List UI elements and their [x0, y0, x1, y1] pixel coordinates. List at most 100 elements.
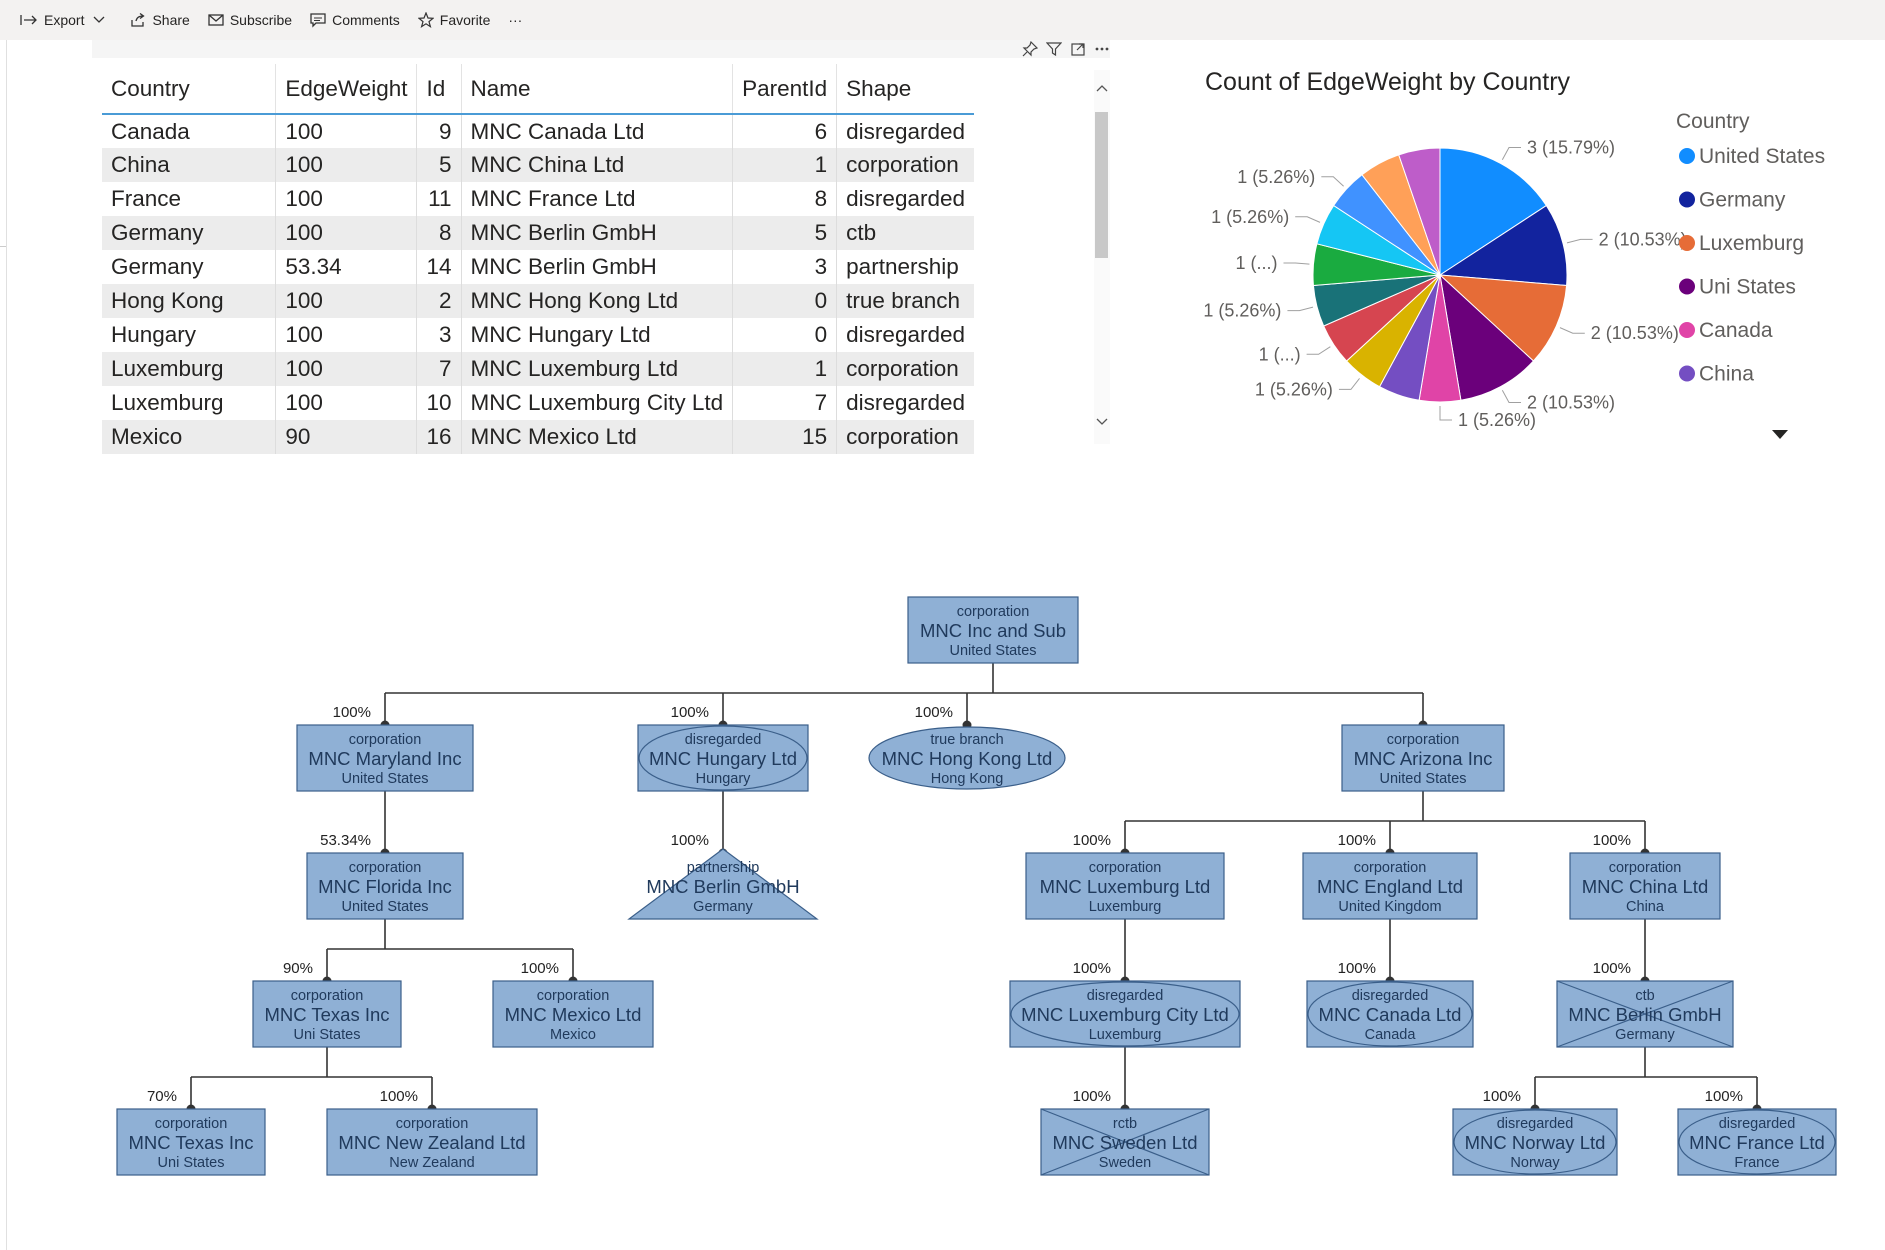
legend-item[interactable]: Germany	[1679, 189, 1786, 212]
pie-slice[interactable]	[1438, 204, 1568, 287]
node-name-label: MNC Canada Ltd	[1319, 1004, 1462, 1025]
node-shape	[326, 1108, 538, 1176]
label-leader-line	[1439, 406, 1452, 421]
share-icon	[131, 13, 146, 27]
pie-slice[interactable]	[1398, 147, 1441, 276]
column-header-parentid[interactable]: ParentId	[732, 64, 838, 115]
column-header-country[interactable]: Country	[102, 64, 277, 115]
column-header-name[interactable]: Name	[461, 64, 734, 115]
favorite-button[interactable]: Favorite	[417, 12, 490, 28]
table-cell-edgeweight: 100	[275, 216, 418, 250]
export-button[interactable]: Export	[20, 12, 112, 28]
legend-title: Country	[1676, 110, 1750, 133]
pin-visual-button[interactable]	[1022, 40, 1038, 58]
table-cell-id: 11	[416, 182, 462, 216]
table-cell-country: China	[102, 148, 277, 182]
node-country-label: New Zealand	[389, 1155, 474, 1171]
pie-data-label: 2 (10.53%)	[1527, 393, 1615, 413]
pie-slice[interactable]	[1439, 147, 1548, 276]
table-scroll-thumb[interactable]	[1095, 112, 1108, 258]
more-options-button[interactable]: ···	[508, 12, 522, 28]
legend-label: Germany	[1699, 189, 1786, 212]
pie-slice[interactable]	[1438, 274, 1568, 362]
table-cell-id: 14	[416, 250, 462, 284]
ownership-percent-label: 90%	[283, 960, 313, 977]
node-type-label: corporation	[291, 988, 364, 1004]
ownership-percent-label: 100%	[1338, 832, 1376, 849]
share-button[interactable]: Share	[130, 12, 190, 28]
node-shape	[1677, 1108, 1837, 1176]
ownership-percent-label: 100%	[1705, 1088, 1743, 1105]
column-header-shape[interactable]: Shape	[836, 64, 974, 115]
node-country-label: Canada	[1365, 1027, 1417, 1043]
table-cell-id: 16	[416, 420, 462, 454]
legend-marker	[1679, 235, 1695, 251]
comments-button[interactable]: Comments	[310, 12, 400, 28]
legend-item[interactable]: Canada	[1679, 319, 1773, 342]
focus-mode-icon	[1071, 43, 1085, 56]
column-header-edgeweight[interactable]: EdgeWeight	[275, 64, 418, 115]
node-name-label: MNC England Ltd	[1317, 876, 1463, 897]
focus-mode-button[interactable]	[1070, 40, 1086, 58]
subscribe-button[interactable]: Subscribe	[208, 12, 292, 28]
legend-item[interactable]: Luxemburg	[1679, 232, 1804, 255]
legend-item[interactable]: United States	[1679, 145, 1825, 168]
subscribe-label: Subscribe	[229, 12, 293, 28]
node-country-label: United States	[341, 899, 428, 915]
node-country-label: Uni States	[158, 1155, 225, 1171]
node-name-label: MNC France Ltd	[1689, 1132, 1825, 1153]
visual-more-options-button[interactable]	[1094, 40, 1110, 58]
pie-data-labels: 3 (15.79%)2 (10.53%)2 (10.53%)2 (10.53%)…	[1203, 137, 1686, 430]
node-country-label: United States	[341, 771, 428, 787]
scroll-up-icon[interactable]	[1094, 82, 1110, 94]
pie-slice[interactable]	[1439, 273, 1535, 401]
column-header-id[interactable]: Id	[416, 64, 462, 115]
legend-label: China	[1699, 363, 1754, 386]
filter-visual-button[interactable]	[1046, 40, 1062, 58]
legend-scroll-down-icon[interactable]	[1772, 430, 1788, 439]
node-type-label: corporation	[1387, 732, 1460, 748]
pie-data-label: 3 (15.79%)	[1527, 137, 1615, 157]
node-shape	[907, 596, 1079, 664]
scroll-down-icon[interactable]	[1094, 416, 1110, 428]
node-shape-inner	[638, 725, 808, 791]
table-cell-parentid: 1	[732, 352, 838, 386]
legend-item[interactable]: China	[1679, 363, 1754, 386]
pie-data-label: 1 (5.26%)	[1255, 379, 1333, 399]
table-cell-edgeweight: 100	[275, 386, 418, 420]
node-shape-inner	[1307, 981, 1473, 1047]
table-cell-name: MNC Hungary Ltd	[461, 318, 734, 352]
node-country-label: France	[1734, 1155, 1779, 1171]
legend-item[interactable]: Uni States	[1679, 276, 1796, 299]
